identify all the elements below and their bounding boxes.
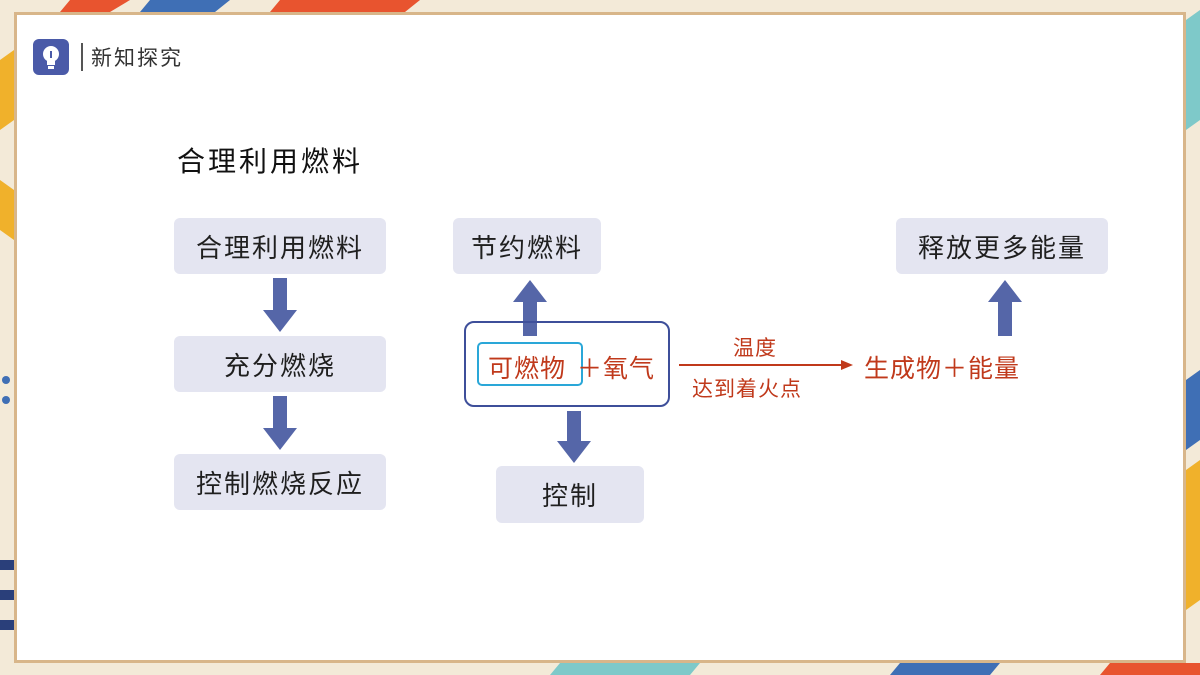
header-divider bbox=[81, 43, 83, 71]
section-title: 新知探究 bbox=[91, 46, 183, 70]
flow-step-3: 控制燃烧反应 bbox=[174, 454, 386, 510]
down-arrow-1 bbox=[263, 278, 297, 332]
condition-temperature: 温度 bbox=[733, 336, 777, 360]
save-fuel-box: 节约燃料 bbox=[453, 218, 601, 274]
control-box: 控制 bbox=[496, 466, 644, 523]
lightbulb-icon bbox=[33, 39, 69, 75]
combustible-highlight bbox=[477, 342, 583, 386]
down-arrow-control bbox=[557, 411, 591, 463]
product-energy-text: 生成物＋能量 bbox=[864, 354, 1021, 383]
flow-step-1: 合理利用燃料 bbox=[174, 218, 386, 274]
combustible-text: 可燃物 bbox=[488, 354, 567, 383]
up-arrow-save bbox=[513, 280, 547, 336]
release-energy-box: 释放更多能量 bbox=[896, 218, 1108, 274]
page-heading: 合理利用燃料 bbox=[177, 145, 364, 178]
flow-step-2: 充分燃烧 bbox=[174, 336, 386, 392]
reaction-arrow bbox=[679, 360, 853, 370]
plus-oxygen-text: ＋氧气 bbox=[577, 354, 656, 383]
slide-canvas: 新知探究 合理利用燃料 合理利用燃料 充分燃烧 控制燃烧反应 节约燃料 可燃物 … bbox=[14, 12, 1186, 663]
condition-ignition-point: 达到着火点 bbox=[692, 377, 802, 401]
down-arrow-2 bbox=[263, 396, 297, 450]
up-arrow-energy bbox=[988, 280, 1022, 336]
reactants-frame bbox=[464, 321, 670, 407]
